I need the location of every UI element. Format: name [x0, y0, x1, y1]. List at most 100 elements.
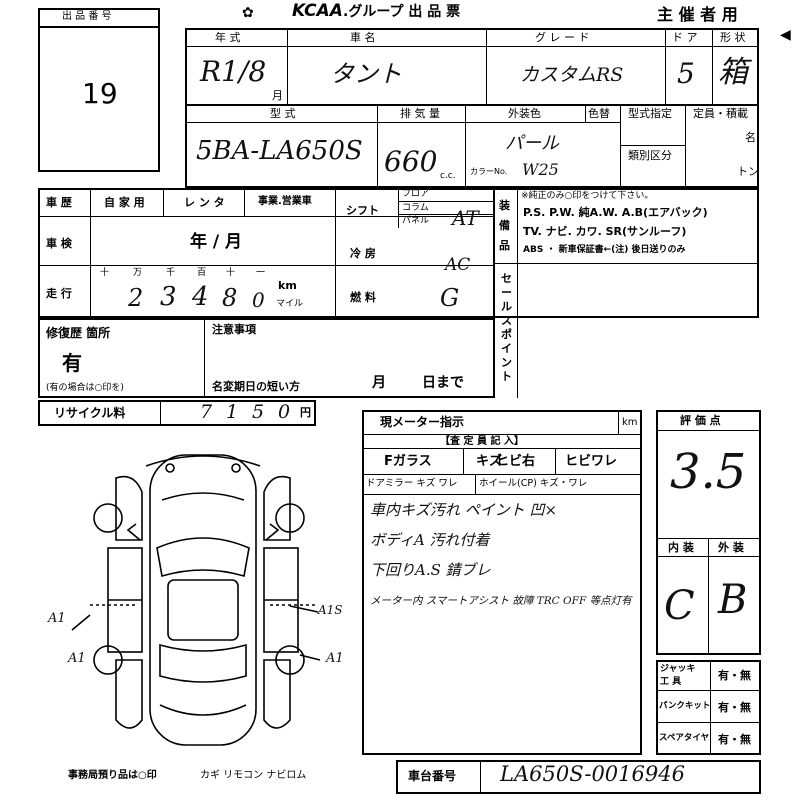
- exterior-score: B: [718, 577, 748, 623]
- displacement-unit: c.c.: [440, 171, 456, 181]
- year-label: 年 式: [215, 31, 241, 44]
- recycle-box: [38, 400, 316, 426]
- shift-column: コラム: [402, 203, 429, 213]
- recycle-label: リサイクル料: [54, 406, 126, 420]
- mileage-digit: 2: [128, 284, 144, 312]
- repair-notes-box: [38, 318, 495, 398]
- fuel-value: G: [440, 284, 460, 312]
- glass-crack-right: ヒビ右: [496, 454, 536, 469]
- deadline-label: 名変期日の短い方: [212, 380, 300, 393]
- inspector-header: 【査 定 員 記 入】: [440, 436, 524, 447]
- class-label: 類別区分: [628, 149, 672, 162]
- chassis-box: [396, 760, 761, 794]
- lot-box: [38, 8, 160, 172]
- spare-value: 有・無: [718, 733, 751, 746]
- wheel-label: ホイール(CP) キズ・ワレ: [479, 478, 588, 489]
- mileage-digit: 4: [192, 282, 209, 312]
- capacity-unit-persons: 名: [745, 131, 756, 144]
- recycle-digit: 1: [226, 401, 239, 423]
- inspection-value: 年 / 月: [190, 232, 243, 252]
- equipment-line-1: P.S. P.W. 純A.W. A.B(エアバック): [523, 206, 708, 219]
- recycle-digit: 7: [200, 401, 213, 423]
- model-value: 5BA-LA650S: [196, 136, 363, 166]
- meter-unit: km: [622, 417, 638, 428]
- lot-number: 19: [82, 77, 118, 110]
- vehicle-table: [185, 28, 759, 188]
- mileage-digit: 0: [252, 288, 265, 312]
- month-suffix: 月: [272, 89, 283, 102]
- type-spec-label: 型式指定: [628, 107, 672, 120]
- shift-value: AT: [452, 206, 479, 230]
- repair-note: (有の場合は○印を): [46, 383, 124, 393]
- remark-line: メーター内 スマートアシスト 故障 TRC OFF 等点灯有: [370, 595, 632, 607]
- score-value: 3.5: [670, 444, 747, 500]
- corner-arrow-icon: ◀: [780, 27, 791, 43]
- mileage-digit: 8: [222, 284, 238, 312]
- aircon-value: AC: [445, 255, 471, 275]
- shift-floor: フロア: [402, 189, 430, 199]
- displacement-value: 660: [384, 145, 438, 178]
- damage-mark: A1: [48, 611, 66, 626]
- capacity-label: 定員・積載: [693, 107, 748, 120]
- color-no-value: W25: [522, 160, 559, 179]
- history-private: 自 家 用: [104, 196, 145, 209]
- chassis-value: LA650S-0016946: [500, 762, 685, 786]
- capacity-unit-tons: トン: [737, 165, 759, 178]
- damage-mark: A1S: [318, 603, 343, 617]
- name-label: 車 名: [350, 31, 376, 44]
- model-label: 型 式: [270, 107, 296, 120]
- exterior-color-label: 外装色: [508, 107, 541, 120]
- interior-score: C: [664, 583, 695, 629]
- form-title: .グループ 出 品 票: [343, 4, 461, 20]
- damage-mark: A1: [68, 651, 86, 666]
- shift-panel: パネル: [402, 216, 430, 226]
- recycle-unit: 円: [300, 406, 311, 419]
- flower-icon: ✿: [242, 5, 254, 21]
- remark-line: ボディA 汚れ付着: [370, 531, 490, 549]
- spare-label: スペアタイヤ: [659, 733, 710, 743]
- inspection-label: 車 検: [46, 237, 72, 250]
- digit-label: 一: [256, 268, 266, 278]
- mileage-label: 走 行: [46, 287, 72, 300]
- digit-label: 十: [100, 268, 110, 278]
- exterior-color-value: パール: [505, 133, 559, 154]
- interior-label: 内 装: [668, 541, 694, 554]
- office-note: 事務局預り品は○印: [68, 770, 157, 781]
- glass-scratch: キズ: [476, 454, 503, 469]
- equipment-line-2: TV. ナビ. カワ. SR(サンルーフ): [523, 225, 687, 238]
- color-no-label: カラーNo.: [470, 167, 508, 176]
- equipment-side-label: 装備品: [499, 199, 510, 252]
- doors-label: ド ア: [672, 31, 698, 44]
- shape-label: 形 状: [720, 31, 746, 44]
- recycle-digit: 5: [252, 401, 265, 423]
- sales-point-label: セールスポイント: [501, 272, 512, 383]
- chassis-label: 車台番号: [408, 769, 457, 783]
- year-value: R1/8: [200, 55, 267, 88]
- score-label: 評 価 点: [680, 414, 721, 427]
- grade-label: グ レ ー ド: [535, 31, 590, 44]
- inspection-box: [362, 410, 642, 755]
- glass-label: Fガラス: [384, 454, 432, 469]
- glass-crack: ヒビワレ: [565, 454, 618, 469]
- equipment-line-3: ABS ・ 新車保証書←(注) 後日送りのみ: [523, 245, 686, 255]
- history-rental: レ ン タ: [184, 196, 225, 209]
- grade-value: カスタムRS: [520, 64, 624, 86]
- repair-label: 修復歴 箇所: [46, 326, 111, 340]
- shift-label: シフト: [346, 204, 379, 217]
- jack-value: 有・無: [718, 669, 751, 682]
- door-mirror-label: ドアミラー キズ ワレ: [366, 478, 458, 489]
- puncture-value: 有・無: [718, 701, 751, 714]
- repair-value: 有: [62, 351, 82, 375]
- exterior-label: 外 装: [718, 541, 744, 554]
- history-label: 車 歴: [46, 196, 72, 209]
- digit-label: 万: [133, 268, 143, 278]
- brand-logo: KCAA: [292, 1, 343, 21]
- history-business: 事業.営業車: [258, 196, 312, 207]
- digit-label: 百: [197, 268, 207, 278]
- remark-line: 車内キズ汚れ ペイント 凹×: [370, 501, 558, 519]
- tools-box: [656, 660, 761, 755]
- fuel-label: 燃 料: [350, 291, 376, 304]
- mileage-digit: 3: [160, 282, 177, 312]
- displacement-label: 排 気 量: [400, 107, 440, 120]
